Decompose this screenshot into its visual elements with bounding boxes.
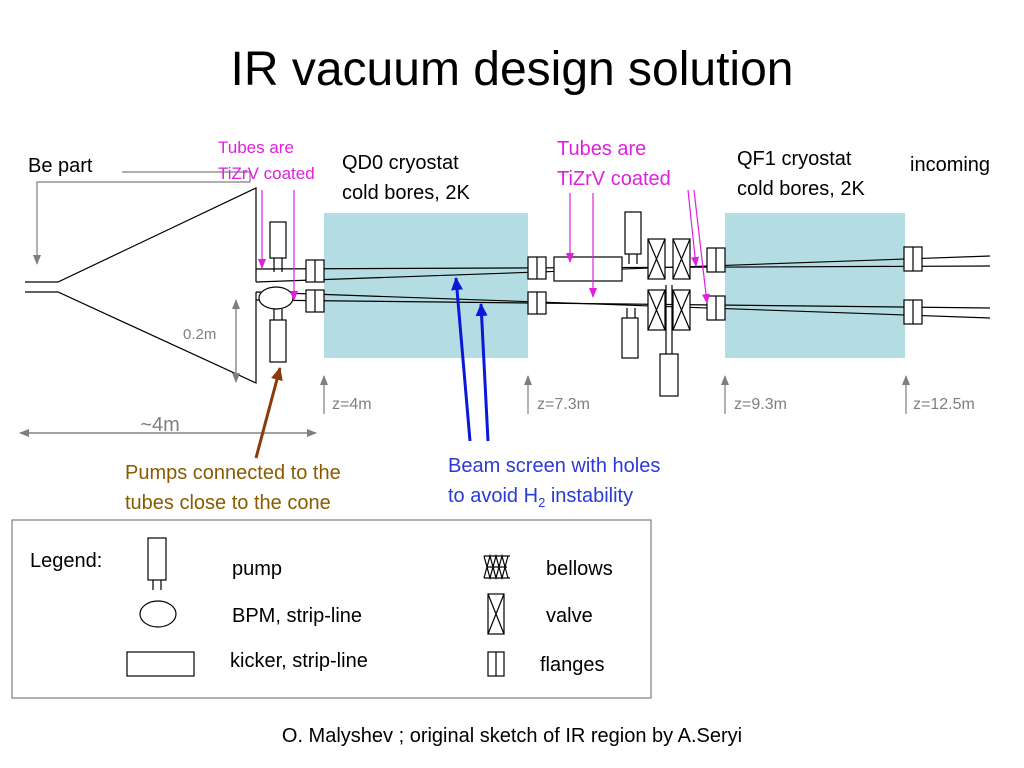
qf1-cryostat — [725, 213, 905, 358]
legend-flanges-icon — [487, 651, 505, 677]
dimension-arrows — [19, 171, 910, 437]
label-qf1-1: QF1 cryostat — [737, 148, 852, 170]
beam-text-b: instability — [545, 485, 633, 507]
legend-valve-label: valve — [546, 605, 593, 627]
legend-kicker-icon — [126, 651, 195, 677]
pumps-arrow — [254, 367, 283, 459]
label-incoming: incoming — [910, 154, 990, 176]
legend-valve-icon — [487, 593, 505, 635]
pump-lower — [269, 309, 287, 363]
valve-upper-2 — [672, 238, 691, 280]
beam-text-sub: 2 — [538, 495, 545, 510]
beam-screen-arrows — [451, 277, 490, 442]
pump-upper — [269, 221, 287, 272]
label-beam-screen-2: to avoid H2 instability — [448, 485, 633, 510]
valve-lower-2 — [672, 289, 691, 331]
qd0-cryostat — [324, 213, 528, 358]
label-dim-0.2m: 0.2m — [183, 326, 216, 343]
label-be-part: Be part — [28, 155, 93, 177]
kicker — [553, 256, 623, 282]
label-z7.3: z=7.3m — [537, 396, 590, 413]
flanges — [305, 246, 923, 325]
label-z9.3: z=9.3m — [734, 396, 787, 413]
legend-bpm-icon — [139, 600, 177, 628]
legend-bpm-label: BPM, strip-line — [232, 605, 362, 627]
label-tubes-left-2: TiZrV coated — [218, 164, 315, 183]
beam-text-a: to avoid H — [448, 485, 538, 507]
legend-pump-label: pump — [232, 558, 282, 580]
label-qd0-2: cold bores, 2K — [342, 182, 471, 204]
flange-qd0-exit — [527, 256, 547, 315]
slide-title: IR vacuum design solution — [231, 43, 794, 96]
footer-credit: O. Malyshev ; original sketch of IR regi… — [282, 725, 742, 747]
pump-mid-upper — [624, 211, 642, 264]
legend-pump-icon — [147, 537, 167, 590]
be-part-cone — [25, 187, 257, 384]
legend-flanges-label: flanges — [540, 654, 605, 676]
legend-kicker-label: kicker, strip-line — [230, 650, 368, 672]
valve-upper-1 — [647, 238, 666, 280]
label-tubes-right-2: TiZrV coated — [557, 168, 671, 190]
tubes-coated-arrows — [258, 189, 710, 304]
label-z12.5: z=12.5m — [913, 396, 975, 413]
flange-qd0-entry — [305, 259, 325, 313]
pump-mid-lower — [621, 308, 639, 359]
label-tubes-left-1: Tubes are — [218, 138, 294, 157]
legend-bellows-icon — [483, 553, 510, 581]
flange-qf1-exit — [903, 246, 923, 325]
label-z4: z=4m — [332, 396, 372, 413]
flange-qf1-entry — [706, 247, 726, 321]
valves — [647, 238, 691, 331]
legend-box — [11, 519, 652, 699]
label-tubes-right-1: Tubes are — [557, 138, 646, 160]
label-qd0-1: QD0 cryostat — [342, 152, 459, 174]
valve-lower-1 — [647, 289, 666, 331]
label-qf1-2: cold bores, 2K — [737, 178, 866, 200]
label-pumps-1: Pumps connected to the — [125, 462, 341, 484]
pump-vertical — [659, 285, 679, 397]
beam-lines — [255, 255, 991, 319]
bpm — [258, 286, 294, 310]
label-pumps-2: tubes close to the cone — [125, 492, 331, 514]
legend-bellows-label: bellows — [546, 558, 613, 580]
label-beam-screen-1: Beam screen with holes — [448, 455, 660, 477]
label-dim-4m: ~4m — [140, 414, 179, 436]
legend-title: Legend: — [30, 550, 102, 572]
